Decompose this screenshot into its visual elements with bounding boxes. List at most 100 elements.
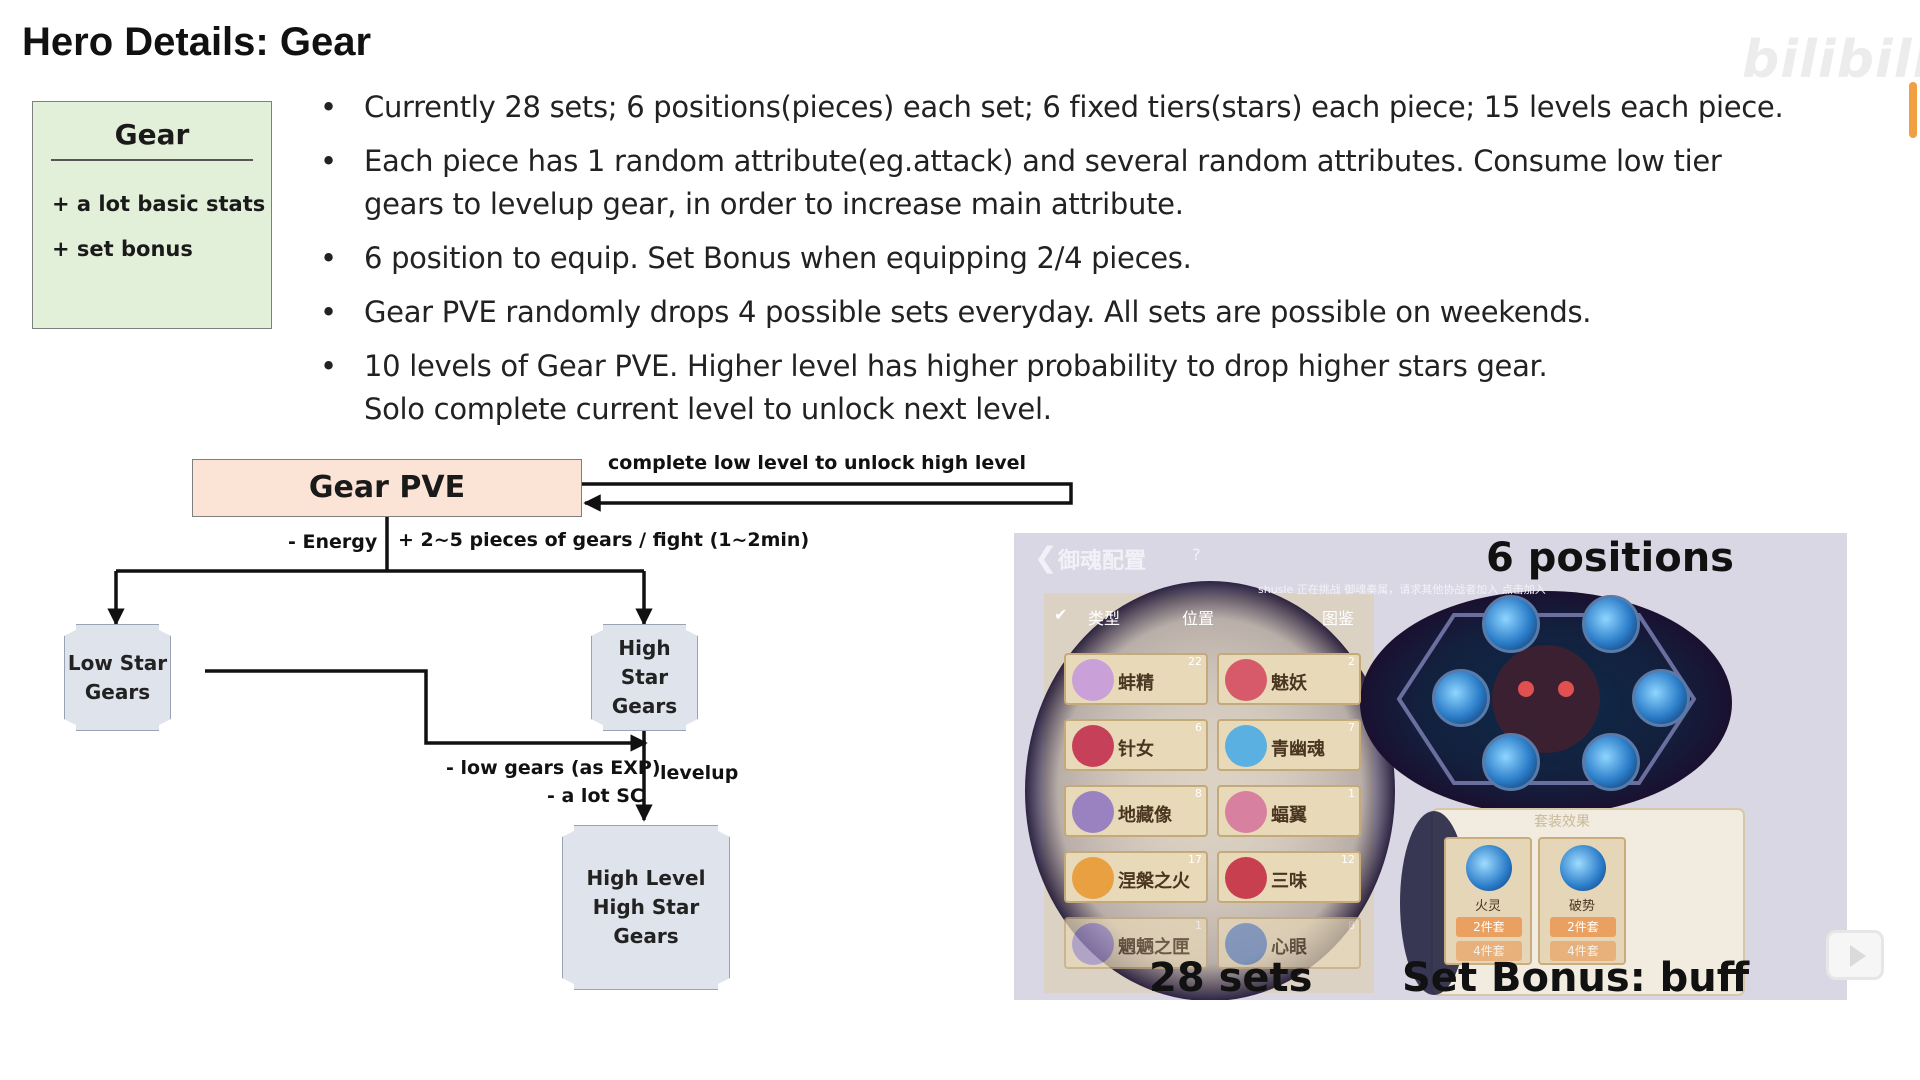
low-star-feed-arrow	[205, 669, 648, 752]
set-card[interactable]: 心眼 8	[1217, 917, 1361, 969]
set-card[interactable]: 魅妖 2	[1217, 653, 1361, 705]
slide-title: Hero Details: Gear	[22, 20, 372, 64]
set-card-count: 7	[1348, 721, 1355, 734]
set-bonus-cell[interactable]: 火灵 2件套 4件套	[1444, 837, 1532, 965]
set-bonus-tag: 4件套	[1456, 941, 1522, 961]
node-line: High Star	[618, 636, 671, 689]
low-gears-cost-label: - low gears (as EXP)	[446, 757, 661, 779]
back-arrow-icon[interactable]: ❮	[1034, 541, 1058, 574]
gear-box-line-basic-stats: + a lot basic stats	[52, 192, 266, 216]
set-card[interactable]: 涅槃之火 17	[1064, 851, 1208, 903]
help-icon[interactable]: ?	[1192, 545, 1201, 564]
node-line: Low Star	[67, 650, 168, 675]
bullet-line: Solo complete current level to unlock ne…	[364, 392, 1052, 426]
gear-slot-3[interactable]	[1432, 669, 1490, 727]
set-bonus-name: 火灵	[1474, 899, 1501, 914]
set-card-count: 8	[1195, 787, 1202, 800]
bullet-item: Gear PVE randomly drops 4 possible sets …	[318, 291, 1908, 334]
gear-box-divider	[51, 159, 253, 161]
bullet-line: Gear PVE randomly drops 4 possible sets …	[364, 295, 1592, 329]
unlock-loop-label: complete low level to unlock high level	[608, 452, 1027, 474]
set-card-count: 2	[1348, 655, 1355, 668]
set-bonus-name: 破势	[1568, 899, 1595, 914]
set-bonus-tag: 2件套	[1550, 917, 1616, 937]
bilibili-watermark: bilibili	[1742, 30, 1920, 90]
six-positions-label: 6 positions	[1486, 535, 1734, 581]
gear-box-line-set-bonus: + set bonus	[52, 237, 193, 261]
set-card-name: 心眼	[1271, 937, 1307, 958]
gear-drop-label: + 2~5 pieces of gears / fight (1~2min)	[398, 529, 810, 551]
scrollbar-thumb[interactable]	[1909, 82, 1917, 138]
set-card-count: 1	[1195, 919, 1202, 932]
set-bonus-icon	[1466, 845, 1512, 891]
gear-slot-5[interactable]	[1482, 733, 1540, 791]
set-card[interactable]: 青幽魂 7	[1217, 719, 1361, 771]
set-portrait-icon	[1225, 725, 1267, 767]
node-line: Gears	[611, 694, 678, 718]
set-card-count: 17	[1188, 853, 1202, 866]
twenty-eight-sets-label: 28 sets	[1149, 955, 1313, 1000]
oni-mask	[1492, 645, 1600, 753]
node-line: High Level	[586, 866, 706, 890]
shot-tab-position[interactable]: 位置	[1182, 609, 1215, 628]
gear-slot-2[interactable]	[1582, 595, 1640, 653]
set-card-count: 8	[1348, 919, 1355, 932]
set-card-name: 蝠翼	[1271, 805, 1307, 826]
bullet-item: Each piece has 1 random attribute(eg.att…	[318, 140, 1908, 226]
high-star-gears-node: High Star Gears	[591, 624, 698, 731]
video-play-icon[interactable]	[1826, 930, 1884, 980]
game-screenshot: 御魂配置 ❮ ? shusle 正在挑战 御魂秦属，请求其他协战者加入 点击加入…	[1014, 533, 1847, 1000]
set-bonus-cell[interactable]: 破势 2件套 4件套	[1538, 837, 1626, 965]
bullet-line: gears to levelup gear, in order to incre…	[364, 187, 1184, 221]
set-card-name: 青幽魂	[1271, 739, 1325, 760]
gear-slot-4[interactable]	[1632, 669, 1690, 727]
set-portrait-icon	[1225, 659, 1267, 701]
gear-slot-6[interactable]	[1582, 733, 1640, 791]
set-bonus-buff-label: Set Bonus: buff	[1402, 955, 1750, 1000]
sc-cost-label: - a lot SC	[547, 785, 644, 807]
set-portrait-icon	[1225, 791, 1267, 833]
set-card-name: 涅槃之火	[1118, 871, 1190, 892]
bullet-item: Currently 28 sets; 6 positions(pieces) e…	[318, 86, 1908, 129]
bullet-line: 10 levels of Gear PVE. Higher level has …	[364, 349, 1548, 383]
set-card-count: 22	[1188, 655, 1202, 668]
set-card-name: 三味	[1271, 871, 1307, 892]
set-card[interactable]: 魍魉之匣 1	[1064, 917, 1208, 969]
low-star-gears-node: Low Star Gears	[64, 624, 171, 731]
set-portrait-icon	[1225, 857, 1267, 899]
gear-slot-1[interactable]	[1482, 595, 1540, 653]
bullet-line: 6 position to equip. Set Bonus when equi…	[364, 241, 1192, 275]
high-level-high-star-gears-node: High Level High Star Gears	[562, 825, 730, 990]
set-portrait-icon	[1072, 659, 1114, 701]
set-card[interactable]: 三味 12	[1217, 851, 1361, 903]
set-portrait-icon	[1225, 923, 1267, 965]
set-bonus-tag: 4件套	[1550, 941, 1616, 961]
shot-tab-catalog[interactable]: 图鉴	[1322, 609, 1355, 628]
set-card-count: 12	[1341, 853, 1355, 866]
set-card-name: 针女	[1118, 739, 1154, 760]
bullet-list: Currently 28 sets; 6 positions(pieces) e…	[318, 86, 1908, 442]
set-bonus-tag: 2件套	[1456, 917, 1522, 937]
bullet-item: 6 position to equip. Set Bonus when equi…	[318, 237, 1908, 280]
hex-frame	[1396, 613, 1697, 785]
energy-cost-label: - Energy	[288, 531, 378, 553]
unlock-loop-arrow	[582, 482, 1073, 512]
set-portrait-icon	[1072, 791, 1114, 833]
gear-pve-node: Gear PVE	[192, 459, 582, 517]
bullet-item: 10 levels of Gear PVE. Higher level has …	[318, 345, 1908, 431]
shot-notice: shusle 正在挑战 御魂秦属，请求其他协战者加入 点击加入	[1258, 583, 1546, 596]
set-card-name: 魍魉之匣	[1118, 937, 1190, 958]
shot-menu-title: 御魂配置	[1058, 549, 1147, 574]
bullet-line: Each piece has 1 random attribute(eg.att…	[364, 144, 1722, 178]
levelup-label: levelup	[660, 762, 739, 784]
check-icon: ✔	[1054, 605, 1068, 624]
shot-tab-type[interactable]: 类型	[1088, 609, 1121, 628]
set-portrait-icon	[1072, 857, 1114, 899]
set-card-name: 魅妖	[1271, 673, 1307, 694]
node-line: Gears	[84, 679, 151, 704]
